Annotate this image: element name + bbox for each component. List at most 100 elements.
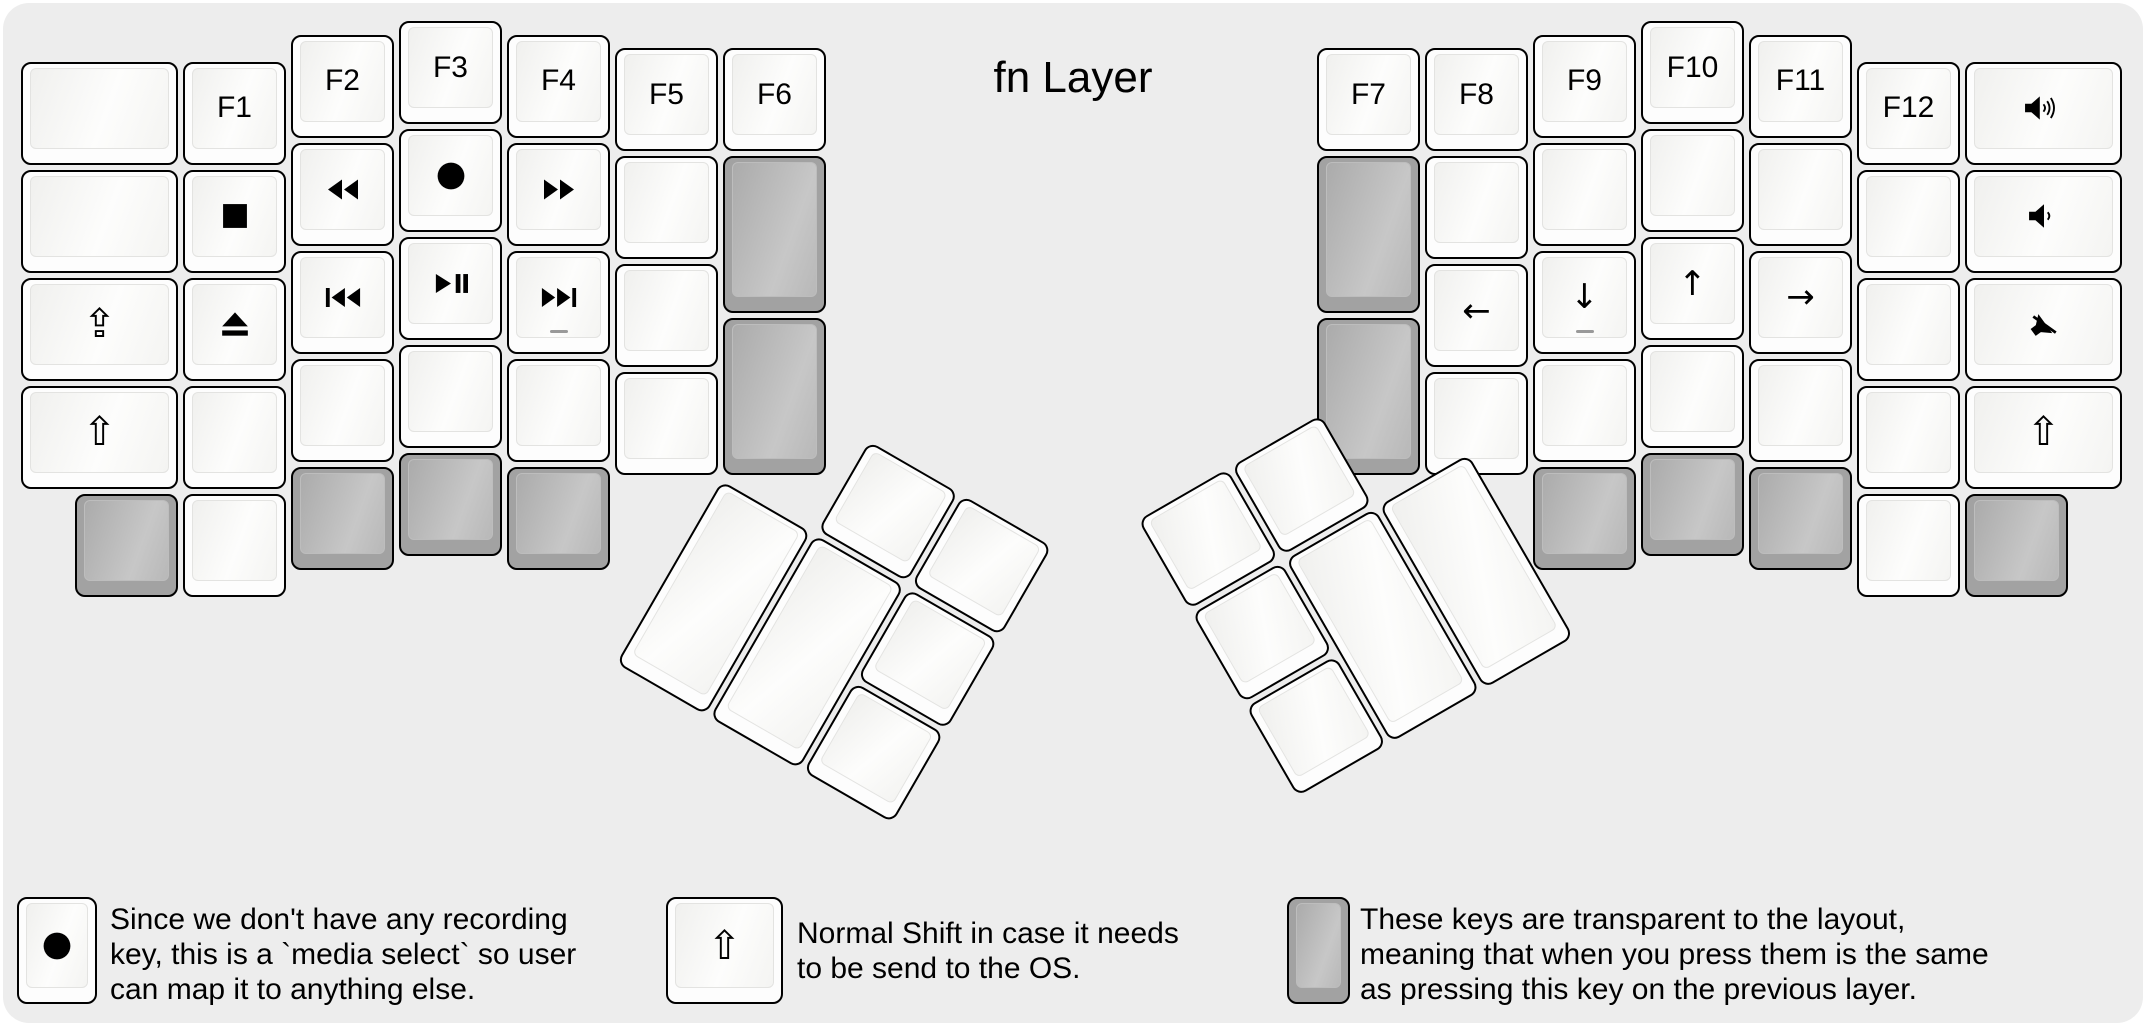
key-blank[interactable]: [1533, 142, 1636, 246]
key-f8[interactable]: F8: [1425, 48, 1528, 151]
key-blank[interactable]: [615, 264, 718, 367]
key-blank[interactable]: [507, 358, 610, 462]
key-transparent[interactable]: [1965, 493, 2068, 597]
key-shift[interactable]: ⇧: [21, 385, 178, 489]
vol-down-icon: [2028, 204, 2050, 228]
key-f12[interactable]: F12: [1857, 61, 1960, 165]
key-blank[interactable]: [1425, 156, 1528, 259]
key-blank[interactable]: [1641, 129, 1744, 232]
keycap-top: F3: [408, 27, 493, 108]
key-blank[interactable]: [1857, 385, 1960, 489]
key-blank[interactable]: [1857, 277, 1960, 381]
key-transparent[interactable]: [1749, 466, 1852, 570]
key-arrow-left[interactable]: ←: [1425, 264, 1528, 367]
key-arrow-down[interactable]: ↓: [1533, 250, 1636, 354]
keycap-top: [1650, 459, 1735, 540]
key-label: F8: [1458, 77, 1494, 111]
key-blank[interactable]: [1749, 358, 1852, 462]
key-transparent[interactable]: [507, 466, 610, 570]
key-transparent[interactable]: [1317, 156, 1420, 313]
key-transparent[interactable]: [1533, 466, 1636, 570]
key-arrow-right[interactable]: →: [1749, 250, 1852, 354]
key-blank[interactable]: [183, 385, 286, 489]
key-stop[interactable]: [183, 169, 286, 273]
mute-icon: [2030, 314, 2057, 336]
vol-up-icon: [2024, 96, 2055, 120]
key-blank[interactable]: [183, 493, 286, 597]
keycap-top: [1542, 472, 1627, 554]
key-blank[interactable]: [399, 345, 502, 448]
legend-key-record: [17, 897, 97, 1004]
key-blank[interactable]: [21, 61, 178, 165]
key-label: F7: [1350, 77, 1386, 111]
key-blank[interactable]: [1857, 169, 1960, 273]
key-rewind[interactable]: [291, 142, 394, 246]
key-blank[interactable]: [615, 156, 718, 259]
key-next-track[interactable]: [507, 250, 610, 354]
key-f9[interactable]: F9: [1533, 34, 1636, 138]
keycap-top: ⇪: [30, 283, 169, 365]
key-label: F5: [648, 77, 684, 111]
keycap-top: [26, 903, 88, 988]
keycap-top: ↓: [1542, 256, 1627, 338]
key-record[interactable]: [399, 129, 502, 232]
key-f7[interactable]: F7: [1317, 48, 1420, 151]
key-f2[interactable]: F2: [291, 34, 394, 138]
homing-bar: [549, 329, 568, 333]
key-transparent[interactable]: [1641, 453, 1744, 556]
key-fast-forward[interactable]: [507, 142, 610, 246]
keycap-top: [516, 256, 601, 338]
key-transparent[interactable]: [75, 493, 178, 597]
keycap-top: [1434, 162, 1519, 243]
key-caps-lock[interactable]: ⇪: [21, 277, 178, 381]
key-f1[interactable]: F1: [183, 61, 286, 165]
key-blank[interactable]: [615, 372, 718, 475]
key-transparent[interactable]: [1317, 318, 1420, 475]
key-shift[interactable]: ⇧: [1965, 385, 2122, 489]
key-prev-track[interactable]: [291, 250, 394, 354]
keycap-top: [1866, 499, 1951, 581]
keycap-top: [1542, 148, 1627, 230]
keycap-top: [192, 391, 277, 473]
key-blank[interactable]: [1749, 142, 1852, 246]
key-mute[interactable]: [1965, 277, 2122, 381]
key-transparent[interactable]: [399, 453, 502, 556]
key-f5[interactable]: F5: [615, 48, 718, 151]
keycap-top: [192, 175, 277, 257]
arrow-down-icon: ↓: [1570, 277, 1599, 317]
play-pause-icon: [435, 274, 468, 293]
key-label: F4: [540, 64, 576, 97]
keycap-top: [408, 135, 493, 216]
key-blank[interactable]: [21, 169, 178, 273]
key-blank[interactable]: [291, 358, 394, 462]
key-f6[interactable]: F6: [723, 48, 826, 151]
key-vol-down[interactable]: [1965, 169, 2122, 273]
eject-icon: [221, 312, 248, 336]
keycap-top: [1974, 175, 2113, 257]
key-eject[interactable]: [183, 277, 286, 381]
keycap-top: F2: [300, 40, 385, 122]
key-blank[interactable]: [1533, 358, 1636, 462]
prev-track-icon: [325, 287, 360, 307]
key-blank[interactable]: [1425, 372, 1528, 475]
key-play-pause[interactable]: [399, 237, 502, 340]
keycap-top: F6: [732, 54, 817, 135]
key-transparent[interactable]: [291, 466, 394, 570]
key-f4[interactable]: F4: [507, 34, 610, 138]
key-blank[interactable]: [1641, 345, 1744, 448]
key-label: F9: [1566, 64, 1602, 97]
key-f3[interactable]: F3: [399, 21, 502, 124]
key-f10[interactable]: F10: [1641, 21, 1744, 124]
shift-icon: ⇧: [707, 922, 742, 969]
keycap-top: [516, 364, 601, 446]
key-blank[interactable]: [1857, 493, 1960, 597]
key-transparent[interactable]: [723, 318, 826, 475]
key-vol-up[interactable]: [1965, 61, 2122, 165]
legend-key-shift: ⇧: [666, 897, 783, 1004]
key-arrow-up[interactable]: ↑: [1641, 237, 1744, 340]
arrow-left-icon: ←: [1462, 290, 1491, 331]
key-transparent[interactable]: [723, 156, 826, 313]
key-f11[interactable]: F11: [1749, 34, 1852, 138]
